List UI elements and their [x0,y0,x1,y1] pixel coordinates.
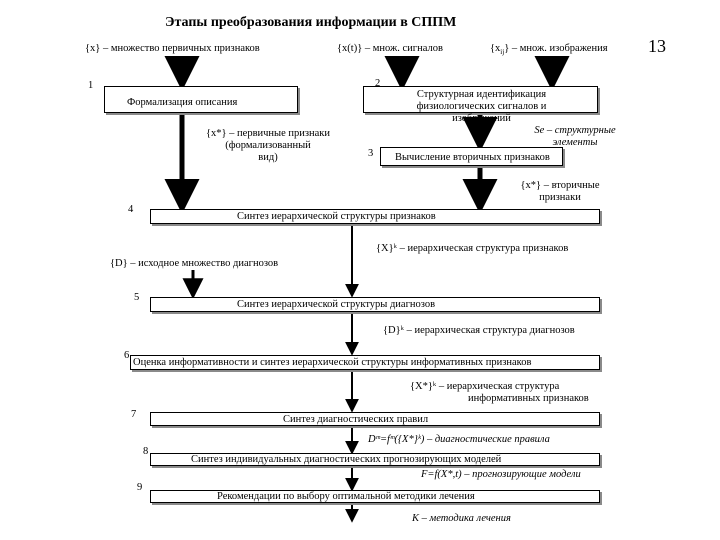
step-6-box: Оценка информативности и синтез иерархич… [130,355,600,370]
annotation-diagnostic-rules: Dᵐ=fᵐ({X*}ᵏ) – диагностические правила [368,434,550,445]
step-1-number: 1 [88,80,94,91]
annotation-hierarchical-diagnoses: {D}ᵏ – иерархическая структура диагнозов [383,325,575,336]
step-2-box: Структурная идентификация физиологически… [363,86,598,124]
annotation-prognostic-models: F=f(X*,t) – прогнозирующие модели [421,469,581,480]
step-9-label: Рекомендации по выбору оптимальной метод… [217,491,475,502]
step-4-box: Синтез иерархической структуры признаков [150,209,600,224]
step-1-box: Формализация описания [104,86,298,113]
step-3-label: Вычисление вторичных признаков [395,152,550,163]
input-images: {xij} – множ. изображения [490,43,608,57]
step-8-label: Синтез индивидуальных диагностических пр… [191,454,502,465]
step-9-number: 9 [137,482,143,493]
step-8-number: 8 [143,446,149,457]
input-signals: {x(t)} – множ. сигналов [337,43,443,54]
step-5-number: 5 [134,292,140,303]
step-4-label: Синтез иерархической структуры признаков [237,211,436,222]
step-7-number: 7 [131,409,137,420]
step-2-number: 2 [375,78,381,89]
annotation-structural-elements: Se – структурные элементы [534,125,616,148]
step-6-number: 6 [124,350,130,361]
step-6-label: Оценка информативности и синтез иерархич… [133,357,532,368]
slide-number: 13 [648,36,666,56]
step-5-box: Синтез иерархической структуры диагнозов [150,297,600,312]
step-2-label: Структурная идентификация физиологически… [416,89,547,124]
step-3-box: Вычисление вторичных признаков [380,147,563,166]
annotation-primary-formalized: {x*} – первичные признаки (формализованн… [205,128,331,163]
step-8-box: Синтез индивидуальных диагностических пр… [150,453,600,466]
annotation-initial-diagnoses: {D} – исходное множество диагнозов [110,258,279,269]
annotation-treatment-method: K – методика лечения [412,513,511,524]
annotation-hierarchical-informative: {X*}ᵏ – иерархическая структура информат… [410,381,589,404]
step-9-box: Рекомендации по выбору оптимальной метод… [150,490,600,503]
annotation-secondary-features: {x*} – вторичные признаки [520,180,600,203]
step-1-label: Формализация описания [127,97,238,108]
step-7-label: Синтез диагностических правил [283,414,429,425]
step-4-number: 4 [128,204,134,215]
annotation-hierarchical-features: {X}ᵏ – иерархическая структура признаков [376,243,569,254]
step-5-label: Синтез иерархической структуры диагнозов [237,299,436,310]
step-3-number: 3 [368,148,374,159]
input-primary-features: {x} – множество первичных признаков [85,43,260,54]
step-7-box: Синтез диагностических правил [150,412,600,426]
page-title: Этапы преобразования информации в СППМ [165,15,457,30]
